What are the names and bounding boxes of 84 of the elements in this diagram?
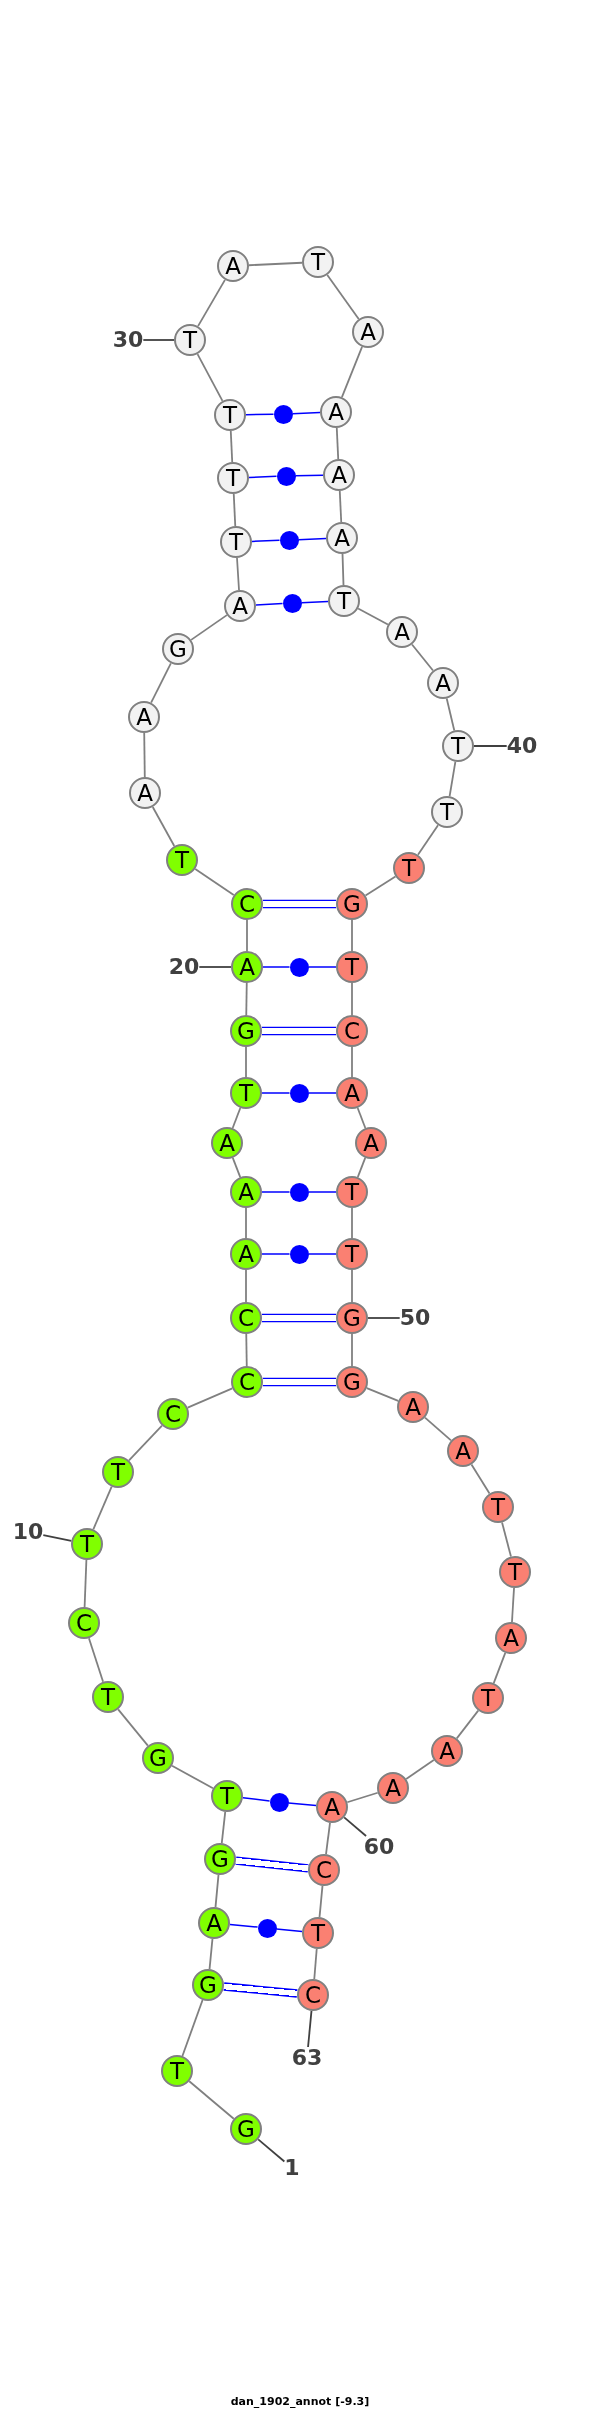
backbone-line <box>424 1416 452 1442</box>
backbone-line <box>181 1999 204 2057</box>
backbone-line <box>231 1107 242 1129</box>
base-pair-line <box>261 1092 291 1094</box>
leader-line <box>198 966 232 968</box>
backbone-line <box>351 982 353 1016</box>
backbone-line <box>245 1046 247 1078</box>
position-number: 40 <box>506 735 538 757</box>
base-pair-line <box>223 1982 298 1998</box>
backbone-line <box>351 1333 353 1367</box>
leader-line <box>42 1534 73 1542</box>
backbone-line <box>236 557 240 591</box>
leader-line <box>257 2138 286 2163</box>
backbone-line <box>245 1333 248 1367</box>
backbone-line <box>88 1637 104 1683</box>
base-pair-line <box>262 1026 336 1036</box>
backbone-line <box>188 2080 235 2120</box>
backbone-line <box>351 1269 353 1303</box>
caption: dan_1902_annot [-9.3] <box>230 2395 370 2408</box>
base-pair-line <box>307 1092 337 1094</box>
backbone-line <box>351 919 353 952</box>
backbone-line <box>208 1938 214 1970</box>
base-pair-line <box>242 1797 271 1802</box>
base-pair-line <box>261 1253 291 1255</box>
backbone-line <box>335 427 340 460</box>
base-pair-line <box>307 1253 337 1255</box>
base-pair-line <box>307 1191 337 1193</box>
base-pair-line <box>297 537 327 541</box>
base-pair-line <box>262 1313 336 1323</box>
base-pair-line <box>262 966 291 968</box>
base-pair-line <box>287 1802 317 1807</box>
base-pair-line <box>275 1928 303 1933</box>
backbone-line <box>511 1587 515 1623</box>
backbone-line <box>356 1107 367 1129</box>
base-pair-line <box>263 899 336 909</box>
position-number: 20 <box>168 956 200 978</box>
position-number: 1 <box>284 2157 300 2179</box>
backbone-line <box>501 1521 512 1558</box>
leader-line <box>367 1317 401 1319</box>
base-pair-line <box>235 1856 309 1873</box>
base-pair-line <box>255 602 284 606</box>
base-pair-line <box>307 966 337 968</box>
backbone-line <box>313 1948 318 1980</box>
backbone-line <box>245 1207 247 1239</box>
backbone-line <box>220 1811 227 1844</box>
backbone-line <box>143 732 146 778</box>
backbone-line <box>356 1157 367 1178</box>
base-pair-line <box>263 1377 336 1387</box>
backbone-line <box>351 1046 353 1078</box>
base-pair-line <box>245 413 275 416</box>
backbone-line <box>231 1157 242 1178</box>
backbone-line <box>338 490 343 523</box>
backbone-line <box>445 697 456 732</box>
backbone-line <box>351 1207 353 1239</box>
backbone-line <box>245 1269 247 1303</box>
position-number: 60 <box>363 1836 395 1858</box>
base-pair-line <box>294 474 324 477</box>
base-pair-line <box>251 539 281 543</box>
backbone-line <box>318 1885 324 1918</box>
position-number: 50 <box>399 1307 431 1329</box>
backbone-line <box>229 430 234 463</box>
backbone-line <box>128 1424 163 1462</box>
base-pair-line <box>248 475 278 479</box>
base-pair-line <box>261 1191 291 1193</box>
leader-line <box>307 2010 313 2048</box>
backbone-line <box>341 553 345 586</box>
backbone-line <box>83 1559 88 1608</box>
base-pair-line <box>300 600 329 604</box>
backbone-line <box>325 1821 331 1856</box>
position-number: 30 <box>112 329 144 351</box>
backbone-line <box>248 261 303 267</box>
backbone-line <box>232 493 237 527</box>
backbone-line <box>214 1874 220 1908</box>
leader-line <box>473 745 508 747</box>
backbone-line <box>492 1652 507 1684</box>
backbone-line <box>448 760 457 798</box>
base-pair-line <box>229 1923 259 1928</box>
position-number: 10 <box>12 1521 44 1543</box>
leader-line <box>142 339 175 341</box>
leader-line <box>343 1816 367 1837</box>
base-pair-line <box>291 411 321 415</box>
backbone-line <box>245 982 248 1016</box>
backbone-line <box>246 919 248 952</box>
position-number: 63 <box>291 2047 323 2069</box>
